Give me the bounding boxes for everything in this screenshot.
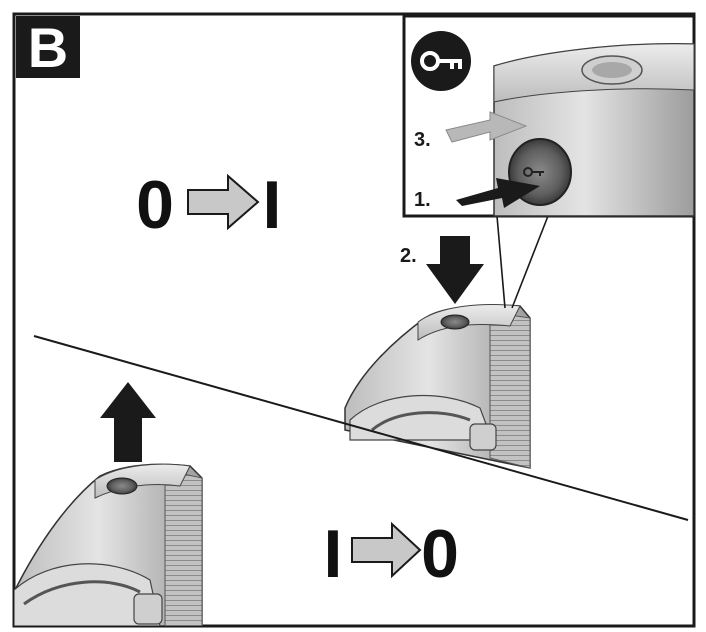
- up-arrow-icon: [100, 382, 156, 462]
- leader-line-right: [511, 215, 549, 309]
- separator-line: [33, 335, 689, 521]
- step3-arrow-icon: [445, 111, 528, 143]
- step1-label: 1.: [414, 189, 431, 211]
- upper-device: [344, 304, 531, 469]
- top-state-to: I: [263, 167, 282, 243]
- bottom-state-to: 0: [421, 516, 459, 592]
- panel-label-badge: [16, 16, 80, 78]
- bottom-state-from: I: [324, 516, 343, 592]
- panel-label: B: [28, 16, 68, 79]
- top-right-arrow-icon: [187, 173, 260, 231]
- step1-arrow-icon: [456, 178, 540, 208]
- top-state-from: 0: [136, 167, 174, 243]
- step3-label: 3.: [414, 129, 431, 151]
- leader-line-left: [496, 215, 506, 309]
- lower-device: [14, 463, 203, 626]
- bottom-right-arrow-icon: [351, 521, 422, 579]
- key-icon: [411, 31, 471, 91]
- step2-label: 2.: [400, 245, 417, 267]
- down-arrow-icon: [426, 236, 484, 304]
